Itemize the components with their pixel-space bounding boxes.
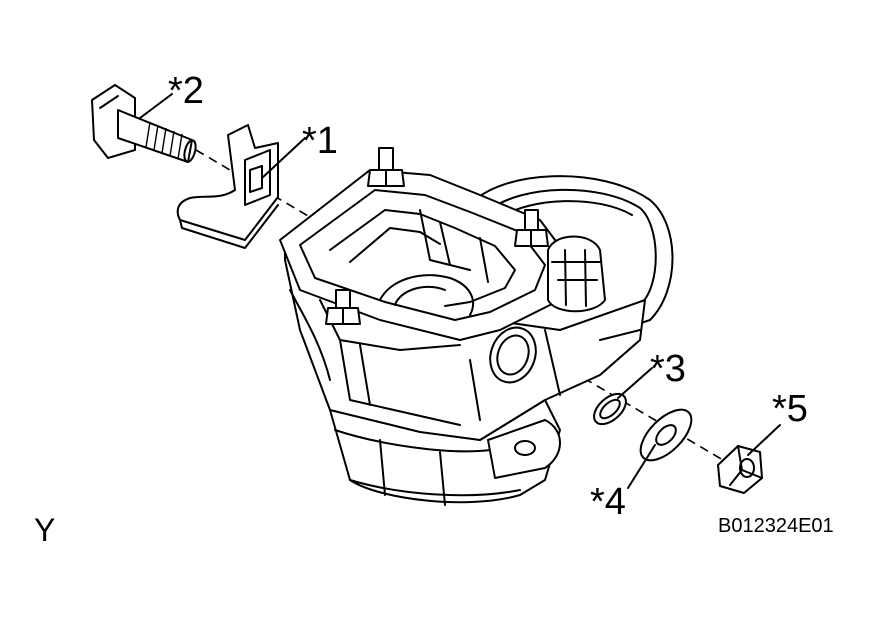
bracket-plate-part — [176, 124, 279, 249]
callout-label-1: *1 — [302, 120, 338, 162]
figure-code: B012324E01 — [718, 515, 834, 537]
washer-part — [639, 408, 693, 462]
housing-body — [279, 169, 674, 506]
stud-nut-right — [514, 209, 549, 247]
leader-line-4 — [627, 444, 656, 489]
view-letter: Y — [34, 512, 56, 548]
leader-line-2 — [139, 93, 173, 119]
leader-line-3 — [617, 367, 653, 399]
o-ring-part — [593, 392, 627, 426]
callout-label-3: *3 — [650, 348, 686, 390]
callout-label-4: *4 — [590, 481, 626, 523]
bolt-part — [91, 84, 197, 163]
stud-nut-top — [367, 147, 405, 187]
callout-label-2: *2 — [168, 70, 204, 112]
leader-line-5 — [747, 424, 781, 456]
stud-nut-left — [325, 289, 361, 325]
hex-nut-part — [717, 445, 763, 494]
leader-line-1 — [261, 137, 306, 179]
callout-label-5: *5 — [772, 388, 808, 430]
